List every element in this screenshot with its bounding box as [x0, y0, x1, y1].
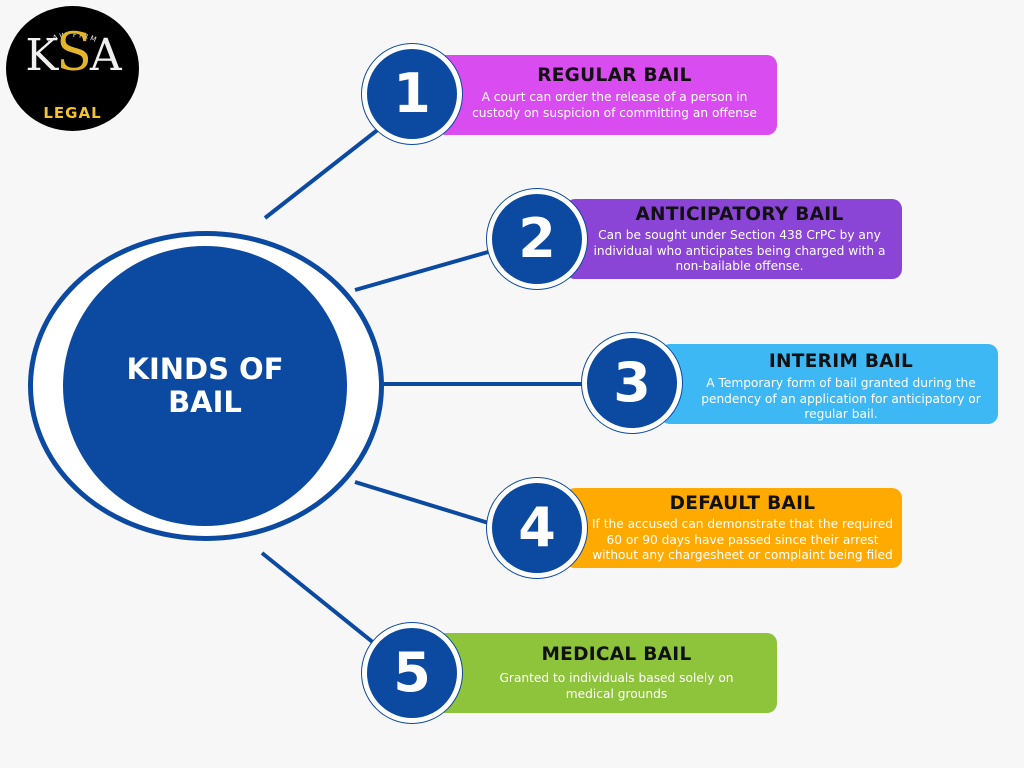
number-label: 4 [518, 496, 556, 559]
card-regular-bail: REGULAR BAIL A court can order the relea… [436, 55, 777, 135]
logo-letter-a: A [89, 30, 122, 81]
card-anticipatory-bail: ANTICIPATORY BAIL Can be sought under Se… [565, 199, 902, 279]
number-badge-5: 5 [362, 623, 462, 723]
logo-letter-s: S [56, 23, 92, 83]
card-title: REGULAR BAIL [537, 65, 692, 86]
card-description: If the accused can demonstrate that the … [591, 517, 894, 562]
number-label: 3 [613, 351, 651, 414]
logo-arc: LAW FIRM [46, 31, 98, 45]
card-title: MEDICAL BAIL [541, 644, 692, 665]
number-badge-1: 1 [362, 44, 462, 144]
card-description: A court can order the release of a perso… [472, 90, 757, 120]
connector-2 [354, 248, 496, 292]
connector-1 [263, 126, 382, 220]
card-description: Granted to individuals based solely on m… [499, 671, 734, 701]
logo-wordmark: LEGAL [43, 104, 102, 122]
card-default-bail: DEFAULT BAIL If the accused can demonstr… [565, 488, 902, 568]
logo-monogram: KSA [6, 27, 139, 81]
number-badge-2: 2 [487, 189, 587, 289]
connector-5 [260, 551, 382, 650]
card-description: A Temporary form of bail granted during … [701, 376, 981, 421]
card-title: INTERIM BAIL [768, 351, 914, 372]
center-circle: KINDS OF BAIL [63, 246, 347, 526]
card-title: ANTICIPATORY BAIL [635, 204, 844, 225]
card-medical-bail: MEDICAL BAIL Granted to individuals base… [436, 633, 777, 713]
card-description: Can be sought under Section 438 CrPC by … [593, 228, 886, 273]
card-interim-bail: INTERIM BAIL A Temporary form of bail gr… [660, 344, 998, 424]
connector-4 [354, 480, 496, 527]
center-title: KINDS OF BAIL [126, 352, 284, 419]
ksa-legal-logo: LAW FIRM KSA LEGAL [6, 6, 139, 131]
number-label: 5 [393, 641, 431, 704]
number-label: 1 [393, 62, 431, 125]
number-badge-3: 3 [582, 333, 682, 433]
logo-letter-k: K [25, 30, 58, 81]
number-badge-4: 4 [487, 478, 587, 578]
number-label: 2 [518, 207, 556, 270]
card-title: DEFAULT BAIL [669, 493, 816, 514]
